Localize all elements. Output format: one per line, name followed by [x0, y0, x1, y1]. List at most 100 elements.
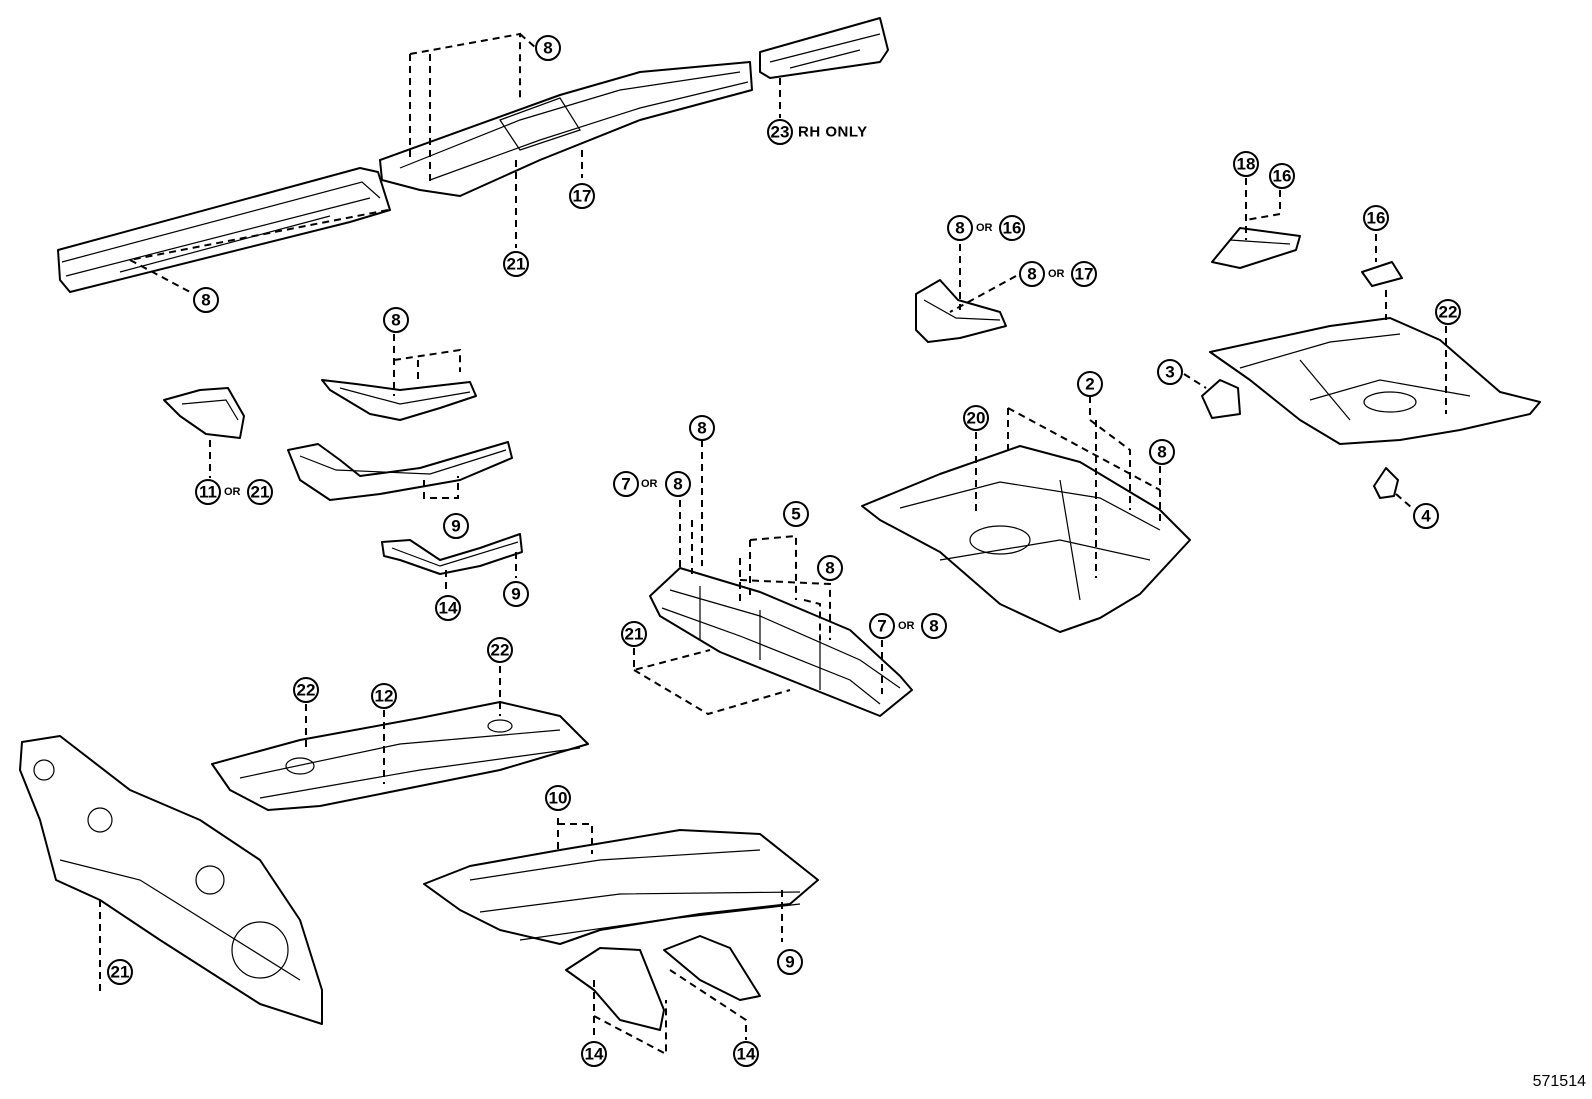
- svg-text:8: 8: [825, 559, 834, 578]
- callout-c8: 8: [947, 215, 973, 241]
- callout-c10: 8: [1019, 261, 1045, 287]
- svg-text:8: 8: [1027, 265, 1036, 284]
- side-member-left: [57, 167, 391, 293]
- svg-text:14: 14: [585, 1045, 604, 1064]
- callout-c9: 16: [999, 215, 1025, 241]
- rocker-piece-upper: [321, 379, 477, 421]
- callout-c20: 8: [689, 415, 715, 441]
- callout-c2: 23: [767, 119, 793, 145]
- or-label-5: OR: [898, 620, 915, 632]
- svg-text:8: 8: [955, 219, 964, 238]
- callout-c1: 8: [535, 35, 561, 61]
- or-label-2: OR: [1048, 268, 1065, 280]
- svg-text:20: 20: [967, 409, 986, 428]
- callout-c31: 3: [1157, 359, 1183, 385]
- leader-lines: [99, 32, 1447, 1056]
- rear-bracket-8-16: [915, 279, 1007, 343]
- callout-c28: 20: [963, 405, 989, 431]
- callout-c34: 12: [371, 683, 397, 709]
- svg-text:22: 22: [491, 641, 510, 660]
- callout-c4: 21: [503, 251, 529, 277]
- callout-c15: 11: [195, 479, 221, 505]
- svg-text:18: 18: [1237, 155, 1256, 174]
- svg-text:8: 8: [929, 617, 938, 636]
- dash-panel: [19, 735, 323, 1025]
- callout-c3: 17: [569, 183, 595, 209]
- bracket-11-21: [163, 387, 245, 439]
- svg-text:11: 11: [199, 483, 217, 502]
- svg-text:22: 22: [297, 681, 316, 700]
- svg-text:23: 23: [771, 123, 790, 142]
- callout-c32: 4: [1413, 503, 1439, 529]
- callout-c11: 17: [1071, 261, 1097, 287]
- svg-text:14: 14: [439, 599, 458, 618]
- callout-c24: 8: [817, 555, 843, 581]
- callout-c12: 16: [1363, 205, 1389, 231]
- svg-text:21: 21: [111, 963, 130, 982]
- callout-c29: 2: [1077, 371, 1103, 397]
- floor-channel-14: [381, 533, 523, 575]
- svg-text:7: 7: [621, 475, 630, 494]
- callout-c39: 14: [581, 1041, 607, 1067]
- callout-c35: 22: [487, 637, 513, 663]
- svg-text:9: 9: [451, 517, 460, 536]
- svg-text:8: 8: [543, 39, 552, 58]
- callout-c19: 9: [503, 581, 529, 607]
- svg-text:21: 21: [625, 625, 644, 644]
- lower-bracket-14-left: [565, 947, 665, 1031]
- svg-text:9: 9: [511, 585, 520, 604]
- callout-c38: 9: [777, 949, 803, 975]
- rear-floor-pan: [1209, 317, 1541, 445]
- floor-crossmember-center: [649, 567, 913, 717]
- svg-text:8: 8: [1157, 443, 1166, 462]
- center-floor-tunnel: [423, 829, 819, 945]
- callout-c23: 5: [783, 501, 809, 527]
- callout-c17: 9: [443, 513, 469, 539]
- or-label-3: OR: [224, 486, 241, 498]
- svg-text:10: 10: [549, 789, 568, 808]
- svg-text:4: 4: [1421, 507, 1431, 526]
- svg-text:16: 16: [1273, 167, 1292, 186]
- bracket-18-16: [1211, 227, 1301, 269]
- callout-c21: 7: [613, 471, 639, 497]
- or-label-1: OR: [976, 222, 993, 234]
- svg-text:3: 3: [1165, 363, 1174, 382]
- callout-c13: 22: [1435, 299, 1461, 325]
- callout-c7: 16: [1269, 163, 1295, 189]
- callout-c27: 21: [621, 621, 647, 647]
- callout-c18: 14: [435, 595, 461, 621]
- svg-text:16: 16: [1003, 219, 1022, 238]
- floor-side-member-center: [379, 61, 753, 197]
- svg-text:21: 21: [507, 255, 526, 274]
- bracket-3: [1201, 379, 1241, 419]
- callout-c6: 18: [1233, 151, 1259, 177]
- callout-c25: 7: [869, 613, 895, 639]
- callout-c5: 8: [193, 287, 219, 313]
- svg-text:14: 14: [737, 1045, 756, 1064]
- svg-text:8: 8: [391, 311, 400, 330]
- floor-channel-9: [287, 441, 513, 501]
- callout-c40: 14: [733, 1041, 759, 1067]
- rear-floor-center: [861, 445, 1191, 633]
- svg-text:2: 2: [1085, 375, 1094, 394]
- svg-text:8: 8: [673, 475, 682, 494]
- callout-c16: 21: [247, 479, 273, 505]
- callout-c30: 8: [1149, 439, 1175, 465]
- svg-text:21: 21: [251, 483, 270, 502]
- front-floor-panel: [211, 701, 589, 811]
- rh-only-note: RH ONLY: [798, 124, 868, 141]
- svg-text:16: 16: [1367, 209, 1386, 228]
- callout-c14: 8: [383, 307, 409, 333]
- lower-bracket-14-right: [663, 935, 761, 1001]
- bracket-4: [1373, 467, 1399, 499]
- small-bracket-16: [1361, 261, 1403, 287]
- svg-text:17: 17: [573, 187, 592, 206]
- svg-text:7: 7: [877, 617, 886, 636]
- svg-text:8: 8: [201, 291, 210, 310]
- svg-text:5: 5: [791, 505, 800, 524]
- or-label-4: OR: [641, 478, 658, 490]
- svg-text:12: 12: [375, 687, 394, 706]
- svg-text:8: 8: [697, 419, 706, 438]
- callout-c37: 10: [545, 785, 571, 811]
